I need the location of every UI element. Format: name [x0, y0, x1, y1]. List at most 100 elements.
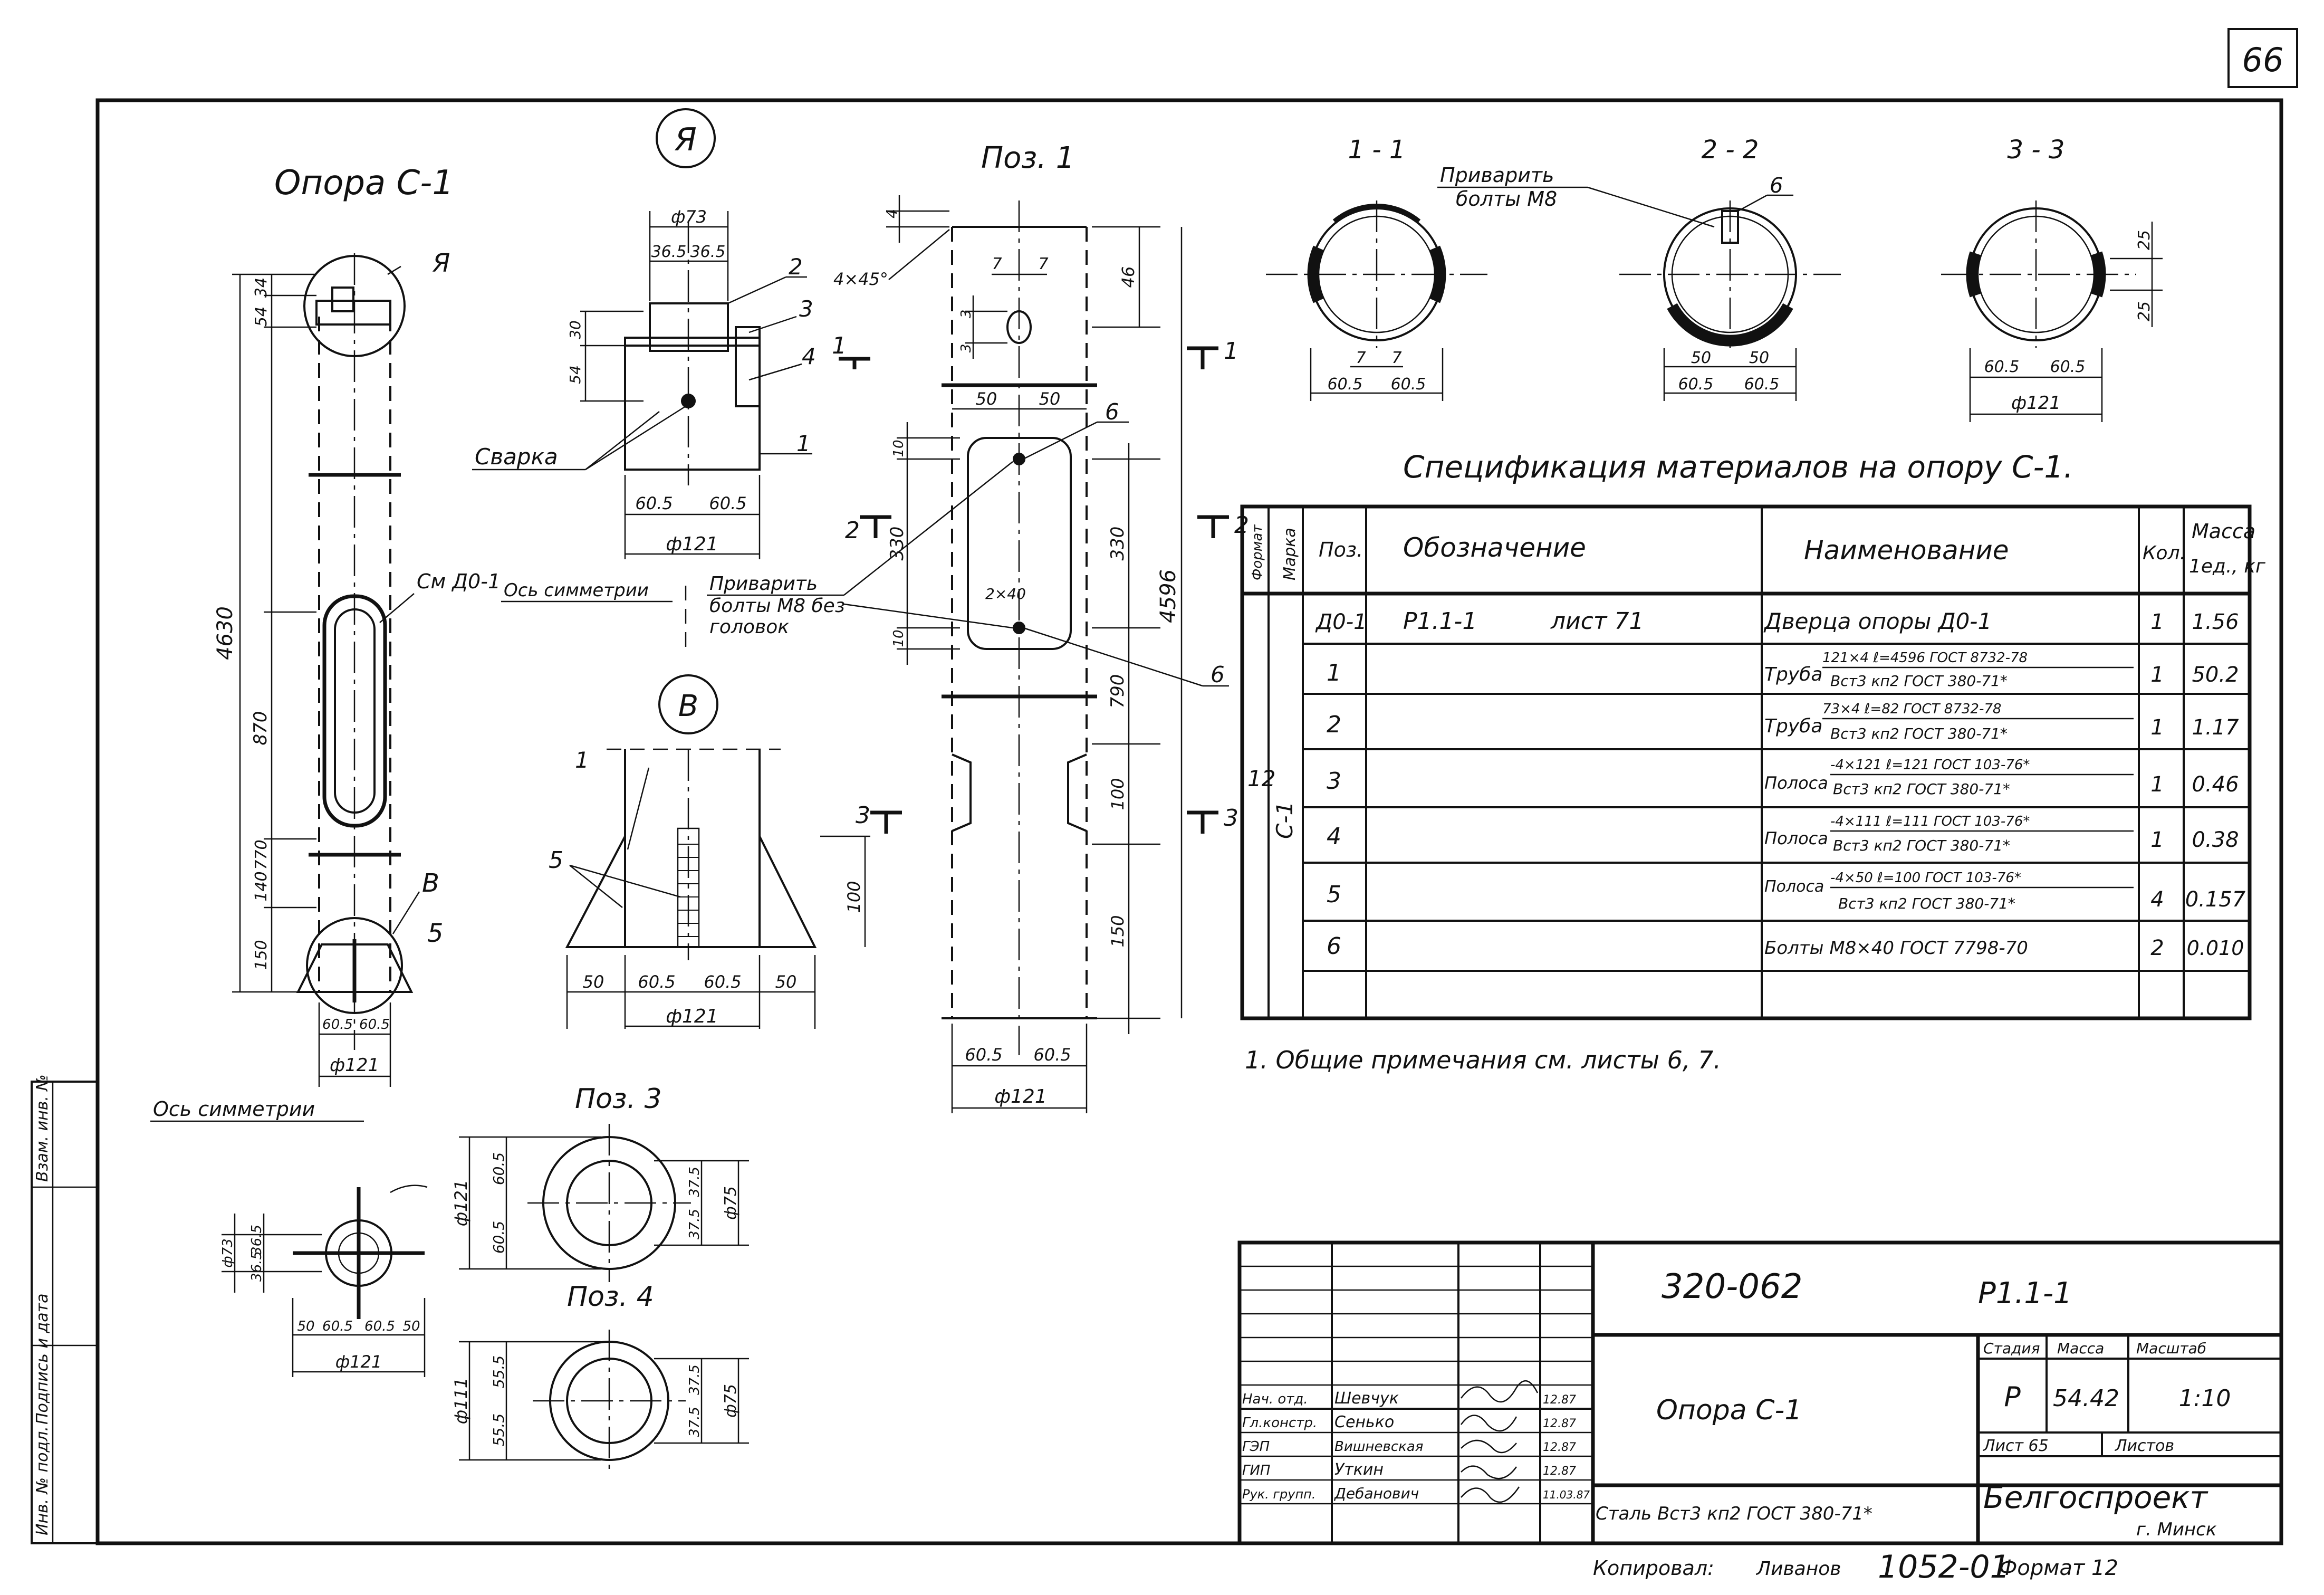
pos1-sec-1-right: 1: [1224, 338, 1238, 365]
section-2-2-dim-605b: 60.5: [1744, 375, 1780, 394]
title-name: Опора С-1: [1656, 1395, 1802, 1426]
pos4-dim-555a: 55.5: [490, 1355, 507, 1388]
signature: [1461, 1439, 1517, 1454]
pos4-view: Поз. 4 ф111 55.5 55.5 37.5 37.5 ф75: [451, 1281, 749, 1472]
footer-code: 1052-01: [1878, 1549, 2010, 1586]
pos1-dim-50b: 50: [1039, 389, 1061, 409]
section-2-2-callout-6: 6: [1770, 174, 1783, 198]
main-dim-34: 34: [252, 278, 271, 298]
spec-header-qty: Кол.: [2143, 542, 2186, 564]
pos1-axis-label: Ось симметрии: [504, 580, 649, 601]
detail-v-circle: [306, 917, 403, 1014]
spec-header-mass-1: Масса: [2192, 520, 2255, 543]
spec-row-name-top: -4×50 ℓ=100 ГОСТ 103-76*: [1830, 870, 2021, 886]
pos1-dim-50a: 50: [976, 389, 997, 409]
spec-row-qty: 2: [2150, 936, 2164, 960]
detail-a-dim-54: 54: [566, 365, 584, 384]
main-dim-140: 140: [252, 871, 271, 901]
title-mass: 54.42: [2053, 1385, 2119, 1412]
section-1-1-dim-605a: 60.5: [1328, 375, 1363, 394]
pos4-dim-d75: ф75: [722, 1384, 740, 1418]
footer-format: Формат 12: [1999, 1556, 2118, 1580]
detail-b: В 1 5 50 60.5 60.5 50 ф121 100: [549, 674, 870, 1029]
pos1-bolt-note-2: болты М8 без: [709, 595, 845, 617]
detail-a-callout-4: 4: [802, 343, 816, 369]
detail-b-dim-50a: 50: [583, 972, 604, 992]
pos1-chamfer: 4×45°: [833, 269, 888, 289]
section-2-2-dim-50a: 50: [1691, 349, 1711, 367]
section-2-2-note-1: Приварить: [1440, 164, 1554, 187]
sheet-number-box: 66: [2227, 28, 2298, 88]
title-doc-number: 320-062: [1662, 1267, 1802, 1306]
section-3-3-dim-25b: 25: [2135, 301, 2154, 321]
title-sheet-code: Р1.1-1: [1978, 1276, 2072, 1311]
pos3-dim-605b: 60.5: [490, 1221, 507, 1254]
main-callout-v: В: [422, 868, 439, 898]
bottom-dim-d73: ф73: [220, 1238, 236, 1267]
side-stamp: Инв. № подл. Подпись и дата Взам. инв. №: [31, 1074, 99, 1544]
main-dim-4630: 4630: [213, 606, 237, 660]
detail-a-dim-d73: ф73: [671, 207, 707, 227]
pos1-dim-7a: 7: [992, 255, 1002, 273]
detail-a-dim-365a: 36.5: [651, 243, 687, 261]
sheet-number: 66: [2242, 41, 2284, 79]
spec-row-qty: 1: [2150, 610, 2164, 634]
spec-row-name: Дверца опоры Д0-1: [1763, 608, 1992, 634]
footer: Копировал: Ливанов 1052-01 Формат 12: [1593, 1549, 2118, 1586]
title-sheet-label: Лист 65: [1983, 1437, 2049, 1455]
title-block: 320-062 Р1.1-1 Опора С-1 Сталь Вст3 кп2 …: [1237, 1240, 2283, 1545]
pos1-dim-150: 150: [1108, 915, 1128, 947]
side-stamp-inv: Инв. № подл.: [33, 1426, 52, 1535]
spec-row-qty: 1: [2150, 663, 2164, 687]
detail-a-dim-d121: ф121: [666, 533, 718, 555]
pos1-bolt-note-1: Приварить: [709, 573, 818, 595]
bottom-dim-365b: 36.5: [249, 1251, 265, 1282]
bottom-dim-50a: 50: [297, 1319, 314, 1334]
spec-header-name: Наименование: [1804, 535, 2009, 566]
detail-a-callout-3: 3: [799, 296, 813, 322]
section-1-1-dim-605b: 60.5: [1391, 375, 1426, 394]
title-scale-label: Масштаб: [2136, 1340, 2206, 1357]
pos1-dim-330b: 330: [1107, 527, 1128, 561]
pos1-dim-790: 790: [1107, 674, 1128, 709]
pos1-dim-3b: 3: [958, 344, 974, 353]
pos4-dim-d111: ф111: [451, 1378, 471, 1424]
main-dim-d121: ф121: [330, 1055, 379, 1076]
detail-b-callout-5: 5: [549, 847, 563, 874]
pos1-bolt-note-3: головок: [709, 616, 789, 638]
main-callout-a: Я: [432, 249, 450, 278]
footer-copier: Ливанов: [1755, 1558, 1841, 1580]
bottom-dim-50b: 50: [402, 1319, 420, 1334]
signature: [1461, 1380, 1539, 1403]
detail-b-dim-100: 100: [844, 881, 864, 913]
title-sheets-label: Листов: [2115, 1437, 2174, 1455]
spec-row-name: Болты М8×40 ГОСТ 7798-70: [1764, 938, 2028, 959]
spec-row-name-bottom: Вст3 кп2 ГОСТ 380-71*: [1833, 837, 2010, 854]
spec-row-pos: 4: [1327, 823, 1341, 850]
detail-b-callout-1: 1: [575, 747, 589, 773]
pos4-dim-555b: 55.5: [490, 1413, 507, 1446]
title-person-date: 12.87: [1543, 1465, 1576, 1478]
spec-row-mass: 0.010: [2187, 937, 2244, 960]
detail-a-weld: Сварка: [475, 444, 558, 470]
title-person-role: Гл.констр.: [1242, 1415, 1317, 1431]
pos3-dim-375a: 37.5: [687, 1167, 703, 1197]
pos1-sec-3-left: 3: [856, 802, 870, 829]
pos1-dim-46: 46: [1118, 266, 1138, 288]
spec-header-mass-2: 1ед., кг: [2189, 556, 2266, 577]
spec-header-format: Формат: [1250, 524, 1265, 580]
spec-row-mass: 0.46: [2192, 772, 2239, 797]
pos3-dim-605a: 60.5: [490, 1152, 507, 1185]
pos1-dim-605b: 60.5: [1033, 1045, 1071, 1065]
pos1-dim-10b: 10: [891, 629, 907, 647]
spec-row-name-top: 73×4 ℓ=82 ГОСТ 8732-78: [1822, 701, 2001, 717]
title-person-date: 11.03.87: [1543, 1488, 1590, 1501]
signature: [1461, 1486, 1520, 1503]
section-1-1-dim-7b: 7: [1391, 349, 1401, 367]
detail-a-callout: Я: [674, 121, 697, 158]
title-person-role: Нач. отд.: [1242, 1391, 1308, 1407]
detail-a-callout-1: 1: [796, 431, 811, 456]
title-person-date: 12.87: [1543, 1393, 1576, 1407]
detail-a-dim-30: 30: [566, 320, 584, 339]
